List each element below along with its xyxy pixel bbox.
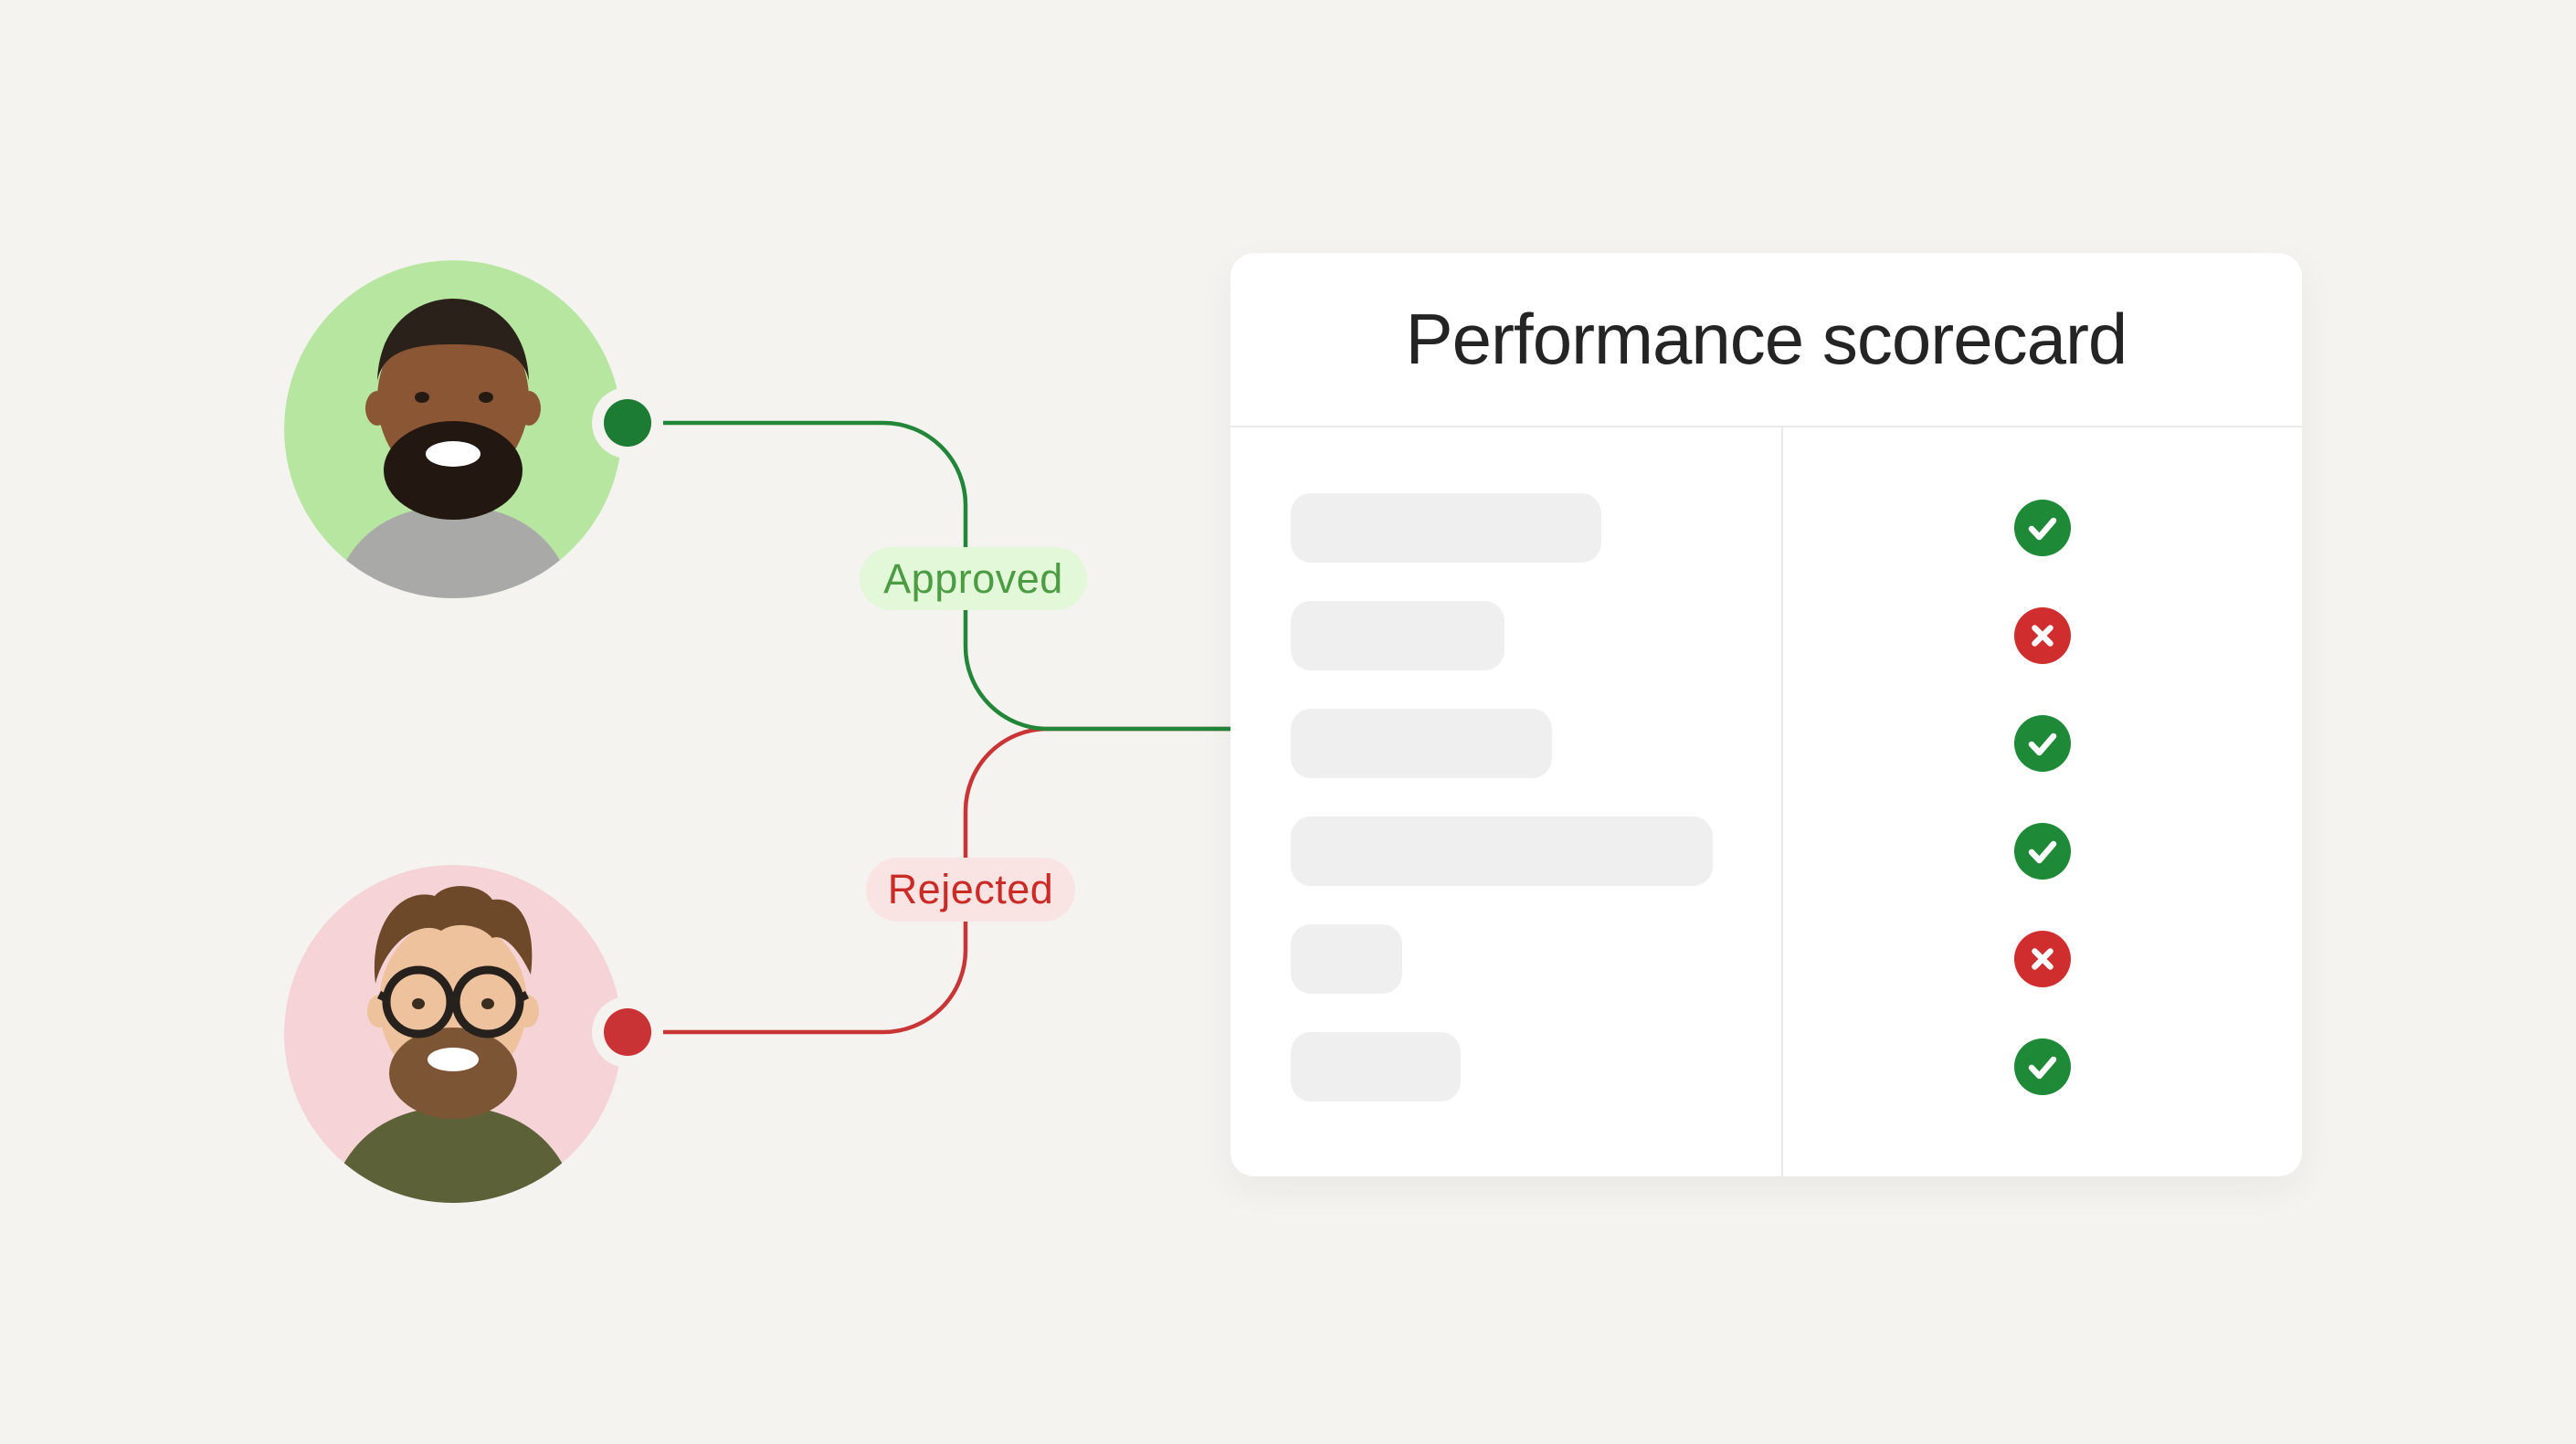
placeholder-bar xyxy=(1291,924,1402,994)
scorecard-placeholder-column xyxy=(1230,427,1783,1176)
performance-scorecard-card: Performance scorecard xyxy=(1230,253,2302,1176)
x-icon xyxy=(2014,931,2071,987)
placeholder-bar xyxy=(1291,493,1601,563)
check-icon xyxy=(2014,1038,2071,1095)
placeholder-bar xyxy=(1291,601,1504,670)
approved-badge: Approved xyxy=(860,547,1087,610)
check-icon xyxy=(2014,500,2071,556)
table-row xyxy=(1291,601,1781,670)
approved-reviewer-photo xyxy=(284,260,622,598)
placeholder-bar xyxy=(1291,817,1713,886)
avatar-rejected-reviewer xyxy=(284,865,622,1203)
placeholder-bar xyxy=(1291,1032,1461,1101)
rejected-reviewer-photo xyxy=(284,865,622,1203)
status-approved-cell xyxy=(2014,493,2071,563)
check-icon xyxy=(2014,823,2071,880)
rejected-badge: Rejected xyxy=(866,858,1075,922)
approved-badge-label: Approved xyxy=(883,554,1063,602)
status-rejected-cell xyxy=(2014,601,2071,670)
card-header: Performance scorecard xyxy=(1230,253,2302,427)
table-row xyxy=(1291,817,1781,886)
card-title: Performance scorecard xyxy=(1405,299,2128,379)
table-row xyxy=(1291,493,1781,563)
scorecard-status-column xyxy=(1783,427,2302,1176)
table-row xyxy=(1291,1032,1781,1101)
avatar-approved-reviewer xyxy=(284,260,622,598)
status-approved-cell xyxy=(2014,709,2071,778)
rejected-badge-label: Rejected xyxy=(887,866,1054,912)
table-row xyxy=(1291,924,1781,994)
check-icon xyxy=(2014,715,2071,772)
glasses xyxy=(376,965,530,1038)
placeholder-bar xyxy=(1291,709,1552,778)
status-rejected-cell xyxy=(2014,924,2071,994)
status-approved-cell xyxy=(2014,817,2071,886)
x-icon xyxy=(2014,607,2071,664)
status-approved-cell xyxy=(2014,1032,2071,1101)
table-row xyxy=(1291,709,1781,778)
card-body xyxy=(1230,427,2302,1176)
